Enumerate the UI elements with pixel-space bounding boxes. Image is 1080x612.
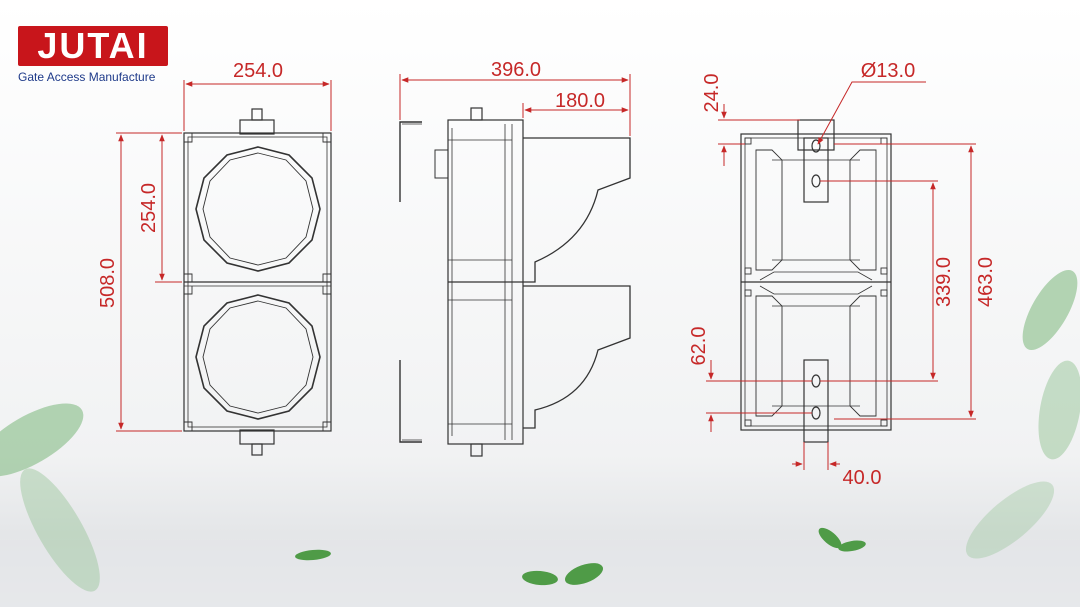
front-dimensions	[116, 80, 332, 432]
bottom-bracket	[803, 359, 829, 443]
leaf-icon	[1022, 270, 1078, 350]
bottom-bolt-head	[251, 443, 263, 456]
dim-back-bracket-width: 40.0	[843, 467, 882, 489]
leaf-icon	[20, 468, 100, 592]
dim-back-top-offset: 24.0	[701, 74, 723, 113]
decorative-leaves	[0, 270, 1080, 592]
side-view	[399, 107, 631, 457]
bottom-visor	[523, 285, 631, 429]
leaf-icon	[965, 481, 1055, 559]
top-visor	[523, 137, 631, 283]
dim-back-bottom-offset: 62.0	[688, 327, 710, 366]
bottom-signal-lens	[195, 294, 321, 420]
top-bolt-head	[251, 108, 263, 121]
leaf-icon	[564, 563, 604, 585]
leaf-icon	[818, 527, 842, 549]
brand-tagline: Gate Access Manufacture	[18, 70, 156, 84]
dim-side-depth: 396.0	[491, 59, 541, 81]
leaf-icon	[0, 403, 84, 477]
dim-front-module-height: 254.0	[138, 183, 160, 233]
dim-front-width: 254.0	[233, 60, 283, 82]
wall-bracket	[399, 121, 422, 443]
leaf-icon	[295, 549, 331, 561]
leaf-icon	[522, 570, 558, 586]
top-mount-plate	[797, 119, 835, 151]
dim-front-total-height: 508.0	[97, 258, 119, 308]
floor-leaves	[295, 527, 866, 586]
brand-name: JUTAI	[18, 26, 168, 66]
front-view	[183, 108, 332, 456]
top-bracket	[803, 137, 829, 203]
leaf-icon	[838, 540, 866, 552]
side-dimensions	[399, 74, 631, 136]
dim-back-total-height: 463.0	[975, 257, 997, 307]
dim-back-hole-spacing: 339.0	[933, 257, 955, 307]
brand-logo: JUTAI Gate Access Manufacture	[18, 26, 176, 84]
back-view	[740, 119, 892, 443]
back-dimensions	[706, 81, 976, 470]
dim-side-visor: 180.0	[555, 90, 605, 112]
mount-hole	[811, 139, 821, 153]
dim-back-hole-diameter: Ø13.0	[861, 60, 915, 82]
leaf-icon	[1038, 360, 1080, 460]
top-signal-lens	[195, 146, 321, 272]
